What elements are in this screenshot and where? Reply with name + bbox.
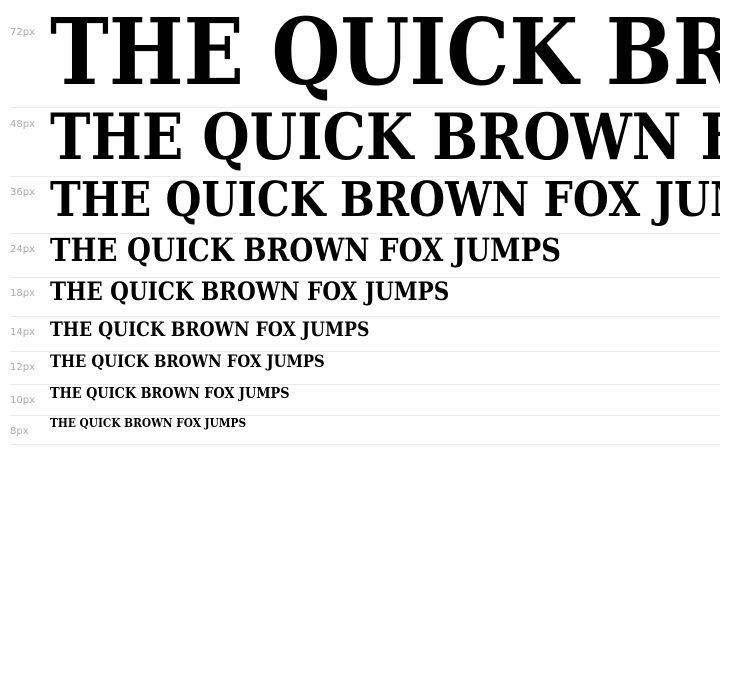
size-label: 12px — [10, 362, 35, 373]
specimen-row-72: 72px THE QUICK BROWN FOX JUMPS — [10, 0, 720, 108]
specimen-row-8: 8px THE QUICK BROWN FOX JUMPS — [10, 416, 720, 445]
specimen-row-36: 36px THE QUICK BROWN FOX JUMPS — [10, 177, 720, 234]
sample-text: THE QUICK BROWN FOX JUMPS — [50, 385, 290, 402]
size-label: 10px — [10, 395, 35, 406]
specimen-row-24: 24px THE QUICK BROWN FOX JUMPS — [10, 234, 720, 278]
size-label: 8px — [10, 426, 29, 437]
specimen-row-12: 12px THE QUICK BROWN FOX JUMPS — [10, 352, 720, 385]
size-label: 14px — [10, 327, 35, 338]
font-specimen: 72px THE QUICK BROWN FOX JUMPS 48px THE … — [10, 0, 720, 445]
sample-text: THE QUICK BROWN FOX JUMPS — [50, 177, 720, 228]
size-label: 36px — [10, 187, 35, 198]
size-label: 18px — [10, 288, 35, 299]
specimen-row-48: 48px THE QUICK BROWN FOX JUMPS — [10, 108, 720, 177]
specimen-row-18: 18px THE QUICK BROWN FOX JUMPS — [10, 278, 720, 317]
specimen-row-14: 14px THE QUICK BROWN FOX JUMPS — [10, 317, 720, 352]
sample-text: THE QUICK BROWN FOX JUMPS — [50, 234, 562, 269]
sample-text: THE QUICK BROWN FOX JUMPS — [50, 278, 450, 306]
specimen-row-10: 10px THE QUICK BROWN FOX JUMPS — [10, 385, 720, 416]
sample-text: THE QUICK BROWN FOX JUMPS — [50, 317, 370, 341]
size-label: 24px — [10, 244, 35, 255]
sample-text: THE QUICK BROWN FOX JUMPS — [50, 352, 325, 372]
sample-text: THE QUICK BROWN FOX JUMPS — [50, 416, 247, 430]
size-label: 72px — [10, 27, 35, 38]
sample-text: THE QUICK BROWN FOX JUMPS — [50, 108, 720, 175]
sample-text: THE QUICK BROWN FOX JUMPS — [50, 0, 720, 106]
size-label: 48px — [10, 119, 35, 130]
